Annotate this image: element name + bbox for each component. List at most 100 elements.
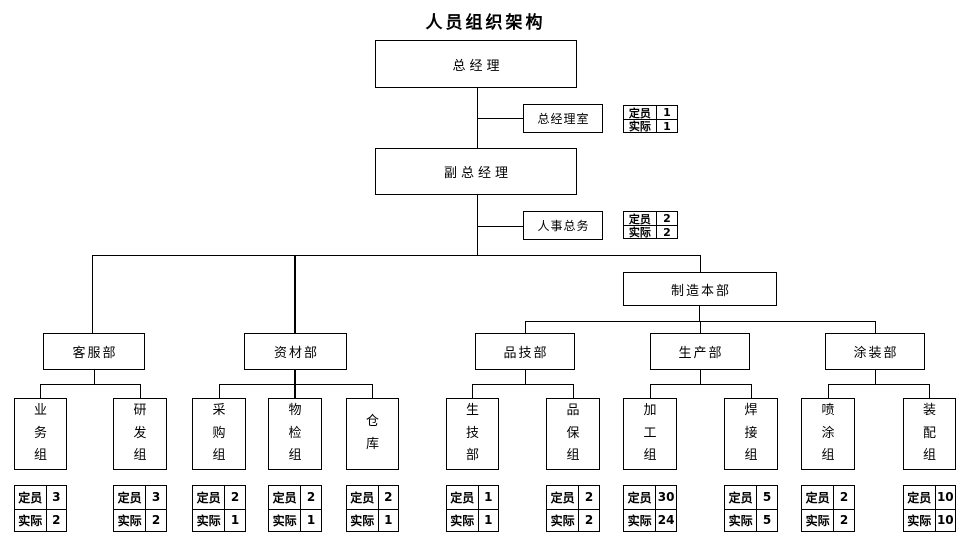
actual-value: 1 xyxy=(477,508,498,531)
node-deputy-general-manager: 副总经理 xyxy=(375,148,577,195)
actual-value: 2 xyxy=(833,508,854,531)
actual-label: 实际 xyxy=(624,225,656,238)
node-dept-quality-tech: 品技部 xyxy=(475,333,575,370)
actual-value: 1 xyxy=(224,508,245,531)
actual-value: 5 xyxy=(756,508,777,531)
actual-value: 1 xyxy=(377,508,398,531)
node-hr-general-affairs: 人事总务 xyxy=(523,211,603,240)
quota-label: 定员 xyxy=(450,490,475,505)
staffing-table-purchasing: 定员 2 实际 1 xyxy=(192,485,246,532)
connector-line xyxy=(219,384,220,398)
quota-label: 定员 xyxy=(18,490,43,505)
staffing-table-assembly: 定员 10 实际 10 xyxy=(903,485,956,532)
group-label: 仓库 xyxy=(365,414,379,452)
quota-value: 2 xyxy=(300,486,321,509)
staffing-table-welding: 定员 5 实际 5 xyxy=(724,485,778,532)
connector-line xyxy=(828,384,929,385)
actual-label: 实际 xyxy=(193,508,225,532)
group-label: 装配组 xyxy=(922,402,936,464)
actual-value: 2 xyxy=(145,508,166,531)
quota-label: 定员 xyxy=(628,212,651,226)
connector-line xyxy=(92,255,700,256)
actual-label: 实际 xyxy=(725,508,757,532)
connector-line xyxy=(699,306,700,321)
connector-line xyxy=(573,384,574,398)
actual-value: 1 xyxy=(300,508,321,531)
node-group-machining: 加工组 xyxy=(623,398,677,470)
node-group-inspection: 物检组 xyxy=(268,398,322,470)
quota-label: 定员 xyxy=(272,490,297,505)
quota-value: 3 xyxy=(45,486,66,509)
actual-label: 实际 xyxy=(447,508,478,532)
staffing-table-quality-assurance: 定员 2 实际 2 xyxy=(546,485,600,532)
node-dept-customer-service: 客服部 xyxy=(43,333,145,370)
staffing-table-rnd: 定员 3 实际 2 xyxy=(113,485,167,532)
quota-value: 2 xyxy=(377,486,398,509)
actual-label: 实际 xyxy=(547,508,579,532)
group-label: 喷涂组 xyxy=(821,402,835,464)
connector-line xyxy=(875,321,876,333)
page-title: 人员组织架构 xyxy=(425,13,546,33)
staffing-table-gm-office: 定员 1 实际 1 xyxy=(623,105,678,133)
connector-line xyxy=(751,384,752,398)
node-group-assembly: 装配组 xyxy=(903,398,956,470)
staffing-table-inspection: 定员 2 实际 1 xyxy=(268,485,322,532)
connector-line xyxy=(140,384,141,398)
staffing-table-machining: 定员 30 实际 24 xyxy=(623,485,677,532)
group-label: 加工组 xyxy=(643,402,657,464)
node-group-business: 业务组 xyxy=(14,398,67,470)
quota-value: 1 xyxy=(477,486,498,509)
connector-line xyxy=(875,370,876,384)
connector-line xyxy=(700,255,701,272)
node-group-welding: 焊接组 xyxy=(724,398,778,470)
quota-value: 1 xyxy=(655,106,677,119)
quota-label: 定员 xyxy=(117,490,142,505)
node-group-quality-assurance: 品保组 xyxy=(546,398,600,470)
connector-line xyxy=(40,384,140,385)
quota-value: 2 xyxy=(655,212,677,225)
quota-label: 定员 xyxy=(728,490,753,505)
connector-line xyxy=(525,321,526,333)
connector-line xyxy=(40,384,41,398)
node-gm-office: 总经理室 xyxy=(523,104,603,133)
connector-line xyxy=(294,370,296,384)
actual-value: 1 xyxy=(655,119,677,132)
actual-value: 2 xyxy=(578,508,599,531)
node-group-spraying: 喷涂组 xyxy=(801,398,855,470)
group-label: 业务组 xyxy=(33,402,47,464)
connector-line xyxy=(477,118,523,119)
node-group-purchasing: 采购组 xyxy=(192,398,246,470)
group-label: 采购组 xyxy=(212,402,226,464)
quota-value: 30 xyxy=(655,486,676,509)
actual-label: 实际 xyxy=(624,508,656,532)
actual-label: 实际 xyxy=(624,119,656,132)
quota-label: 定员 xyxy=(907,490,932,505)
connector-line xyxy=(828,384,829,398)
quota-value: 2 xyxy=(224,486,245,509)
connector-line xyxy=(294,255,296,333)
group-label: 研发组 xyxy=(133,402,147,464)
quota-value: 5 xyxy=(756,486,777,509)
node-group-rnd: 研发组 xyxy=(113,398,167,470)
connector-line xyxy=(650,384,651,398)
connector-line xyxy=(94,370,95,384)
group-label: 品保组 xyxy=(566,402,580,464)
actual-label: 实际 xyxy=(802,508,834,532)
quota-value: 2 xyxy=(833,486,854,509)
connector-line xyxy=(92,255,93,333)
node-manufacturing-division: 制造本部 xyxy=(623,272,777,306)
quota-label: 定员 xyxy=(196,490,221,505)
quota-label: 定员 xyxy=(805,490,830,505)
connector-line xyxy=(700,321,701,333)
node-dept-materials: 资材部 xyxy=(244,333,347,370)
node-dept-coating: 涂装部 xyxy=(825,333,925,370)
group-label: 物检组 xyxy=(288,402,302,464)
connector-line xyxy=(929,384,930,398)
node-group-warehouse: 仓库 xyxy=(346,398,399,470)
quota-label: 定员 xyxy=(628,106,651,120)
staffing-table-spraying: 定员 2 实际 2 xyxy=(801,485,855,532)
node-group-prod-tech: 生技部 xyxy=(446,398,499,470)
connector-line xyxy=(650,384,751,385)
actual-label: 实际 xyxy=(114,508,146,532)
connector-line xyxy=(477,226,523,227)
